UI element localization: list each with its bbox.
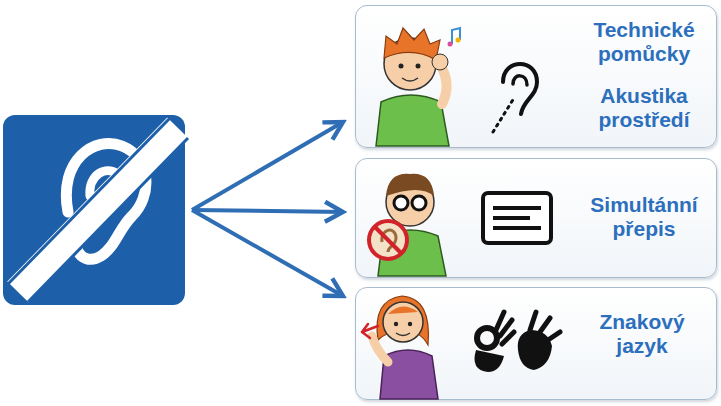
option-box: Znakový jazyk (355, 287, 717, 400)
option-label: Akustika prostředí (574, 84, 714, 132)
slash-band (18, 128, 178, 292)
arrow-line (192, 210, 343, 296)
arrow-line (192, 122, 343, 210)
ear-outline (66, 143, 146, 259)
ear-inner (90, 171, 124, 206)
arrow-line (192, 210, 343, 212)
slash-edge (28, 138, 188, 302)
option-label: Simultánní přepis (576, 193, 712, 241)
branch-arrows (192, 122, 343, 296)
option-label: Technické pomůcky (574, 18, 714, 66)
hearing-symbol (3, 115, 188, 305)
option-box: Simultánní přepis (355, 158, 717, 278)
symbol-background (3, 115, 185, 305)
option-box: Technické pomůckyAkustika prostředí (355, 5, 717, 148)
slash-edge (8, 118, 170, 284)
option-label: Znakový jazyk (582, 310, 702, 358)
